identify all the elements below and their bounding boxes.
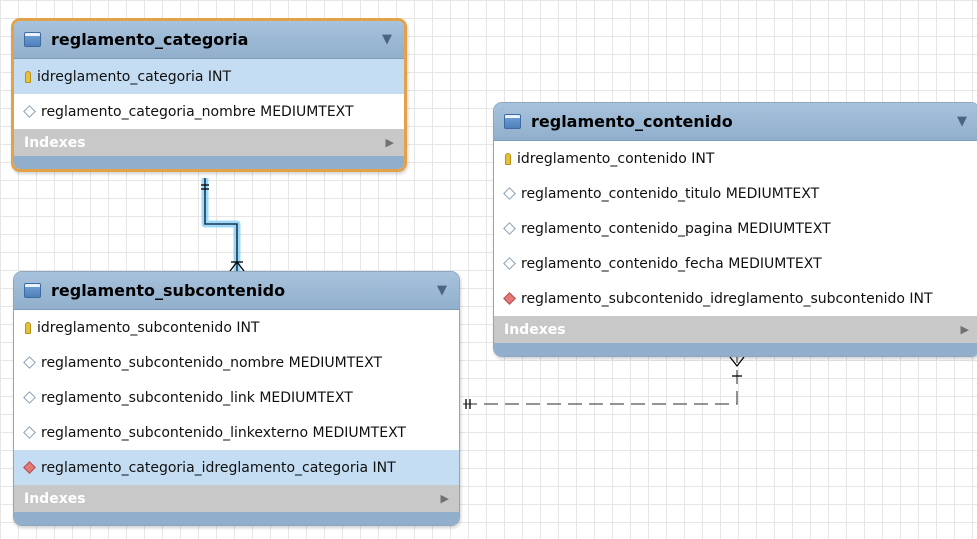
crowfoot-mark: [229, 260, 245, 272]
table-header[interactable]: reglamento_categoria ▼: [14, 21, 404, 59]
key-icon: [505, 152, 511, 165]
column-row[interactable]: reglamento_categoria_idreglamento_catego…: [14, 450, 459, 485]
relationship-subcontenido-contenido[interactable]: [463, 356, 745, 409]
column-label: reglamento_categoria_nombre MEDIUMTEXT: [41, 103, 354, 120]
table-name: reglamento_subcontenido: [51, 281, 286, 300]
table-icon: [504, 114, 521, 129]
relationship-categoria-subcontenido[interactable]: [201, 178, 245, 272]
table-reglamento-contenido[interactable]: reglamento_contenido ▼ idreglamento_cont…: [493, 102, 977, 357]
column-row[interactable]: reglamento_subcontenido_idreglamento_sub…: [494, 281, 977, 316]
triangle-down-icon[interactable]: ▼: [437, 283, 447, 298]
triangle-down-icon[interactable]: ▼: [957, 114, 967, 129]
table-icon: [24, 32, 41, 47]
column-label: reglamento_subcontenido_idreglamento_sub…: [521, 290, 933, 307]
table-footer: [14, 156, 404, 169]
table-name: reglamento_contenido: [531, 112, 733, 131]
column-label: reglamento_subcontenido_link MEDIUMTEXT: [41, 389, 353, 406]
triangle-right-icon[interactable]: ▶: [385, 136, 394, 149]
column-label: reglamento_contenido_titulo MEDIUMTEXT: [521, 185, 820, 202]
diamond-icon: [23, 426, 36, 439]
column-row[interactable]: reglamento_categoria_nombre MEDIUMTEXT: [14, 94, 404, 129]
column-row[interactable]: reglamento_subcontenido_linkexterno MEDI…: [14, 415, 459, 450]
column-row[interactable]: reglamento_contenido_fecha MEDIUMTEXT: [494, 246, 977, 281]
column-label: reglamento_subcontenido_linkexterno MEDI…: [41, 424, 406, 441]
column-label: reglamento_subcontenido_nombre MEDIUMTEX…: [41, 354, 383, 371]
table-footer: [14, 512, 459, 525]
table-header[interactable]: reglamento_subcontenido ▼: [14, 272, 459, 310]
column-label: idreglamento_subcontenido INT: [37, 319, 260, 336]
column-row[interactable]: idreglamento_subcontenido INT: [14, 310, 459, 345]
indexes-label: Indexes: [24, 134, 86, 151]
indexes-section[interactable]: Indexes ▶: [14, 485, 459, 512]
triangle-down-icon[interactable]: ▼: [382, 32, 392, 47]
indexes-section[interactable]: Indexes ▶: [14, 129, 404, 156]
triangle-right-icon[interactable]: ▶: [960, 323, 969, 336]
column-row[interactable]: reglamento_contenido_pagina MEDIUMTEXT: [494, 211, 977, 246]
diamond-icon: [503, 187, 516, 200]
key-icon: [25, 70, 31, 83]
diamond-icon: [23, 356, 36, 369]
column-row[interactable]: reglamento_subcontenido_link MEDIUMTEXT: [14, 380, 459, 415]
diamond-icon: [23, 105, 36, 118]
column-label: idreglamento_contenido INT: [517, 150, 715, 167]
indexes-section[interactable]: Indexes ▶: [494, 316, 977, 343]
diamond-icon: [503, 257, 516, 270]
crowfoot-mark: [729, 356, 745, 368]
table-footer: [494, 343, 977, 356]
column-row[interactable]: reglamento_contenido_titulo MEDIUMTEXT: [494, 176, 977, 211]
column-label: reglamento_categoria_idreglamento_catego…: [41, 459, 396, 476]
column-label: idreglamento_categoria INT: [37, 68, 232, 85]
column-label: reglamento_contenido_fecha MEDIUMTEXT: [521, 255, 822, 272]
table-header[interactable]: reglamento_contenido ▼: [494, 103, 977, 141]
column-row[interactable]: reglamento_subcontenido_nombre MEDIUMTEX…: [14, 345, 459, 380]
diamond-icon: [503, 222, 516, 235]
table-icon: [24, 283, 41, 298]
red-diamond-icon: [23, 461, 36, 474]
key-icon: [25, 321, 31, 334]
table-name: reglamento_categoria: [51, 30, 249, 49]
table-reglamento-categoria[interactable]: reglamento_categoria ▼ idreglamento_cate…: [11, 18, 407, 172]
column-row[interactable]: idreglamento_categoria INT: [14, 59, 404, 94]
triangle-right-icon[interactable]: ▶: [440, 492, 449, 505]
indexes-label: Indexes: [24, 490, 86, 507]
column-row[interactable]: idreglamento_contenido INT: [494, 141, 977, 176]
indexes-label: Indexes: [504, 321, 566, 338]
diamond-icon: [23, 391, 36, 404]
red-diamond-icon: [503, 292, 516, 305]
table-reglamento-subcontenido[interactable]: reglamento_subcontenido ▼ idreglamento_s…: [13, 271, 460, 526]
column-label: reglamento_contenido_pagina MEDIUMTEXT: [521, 220, 831, 237]
